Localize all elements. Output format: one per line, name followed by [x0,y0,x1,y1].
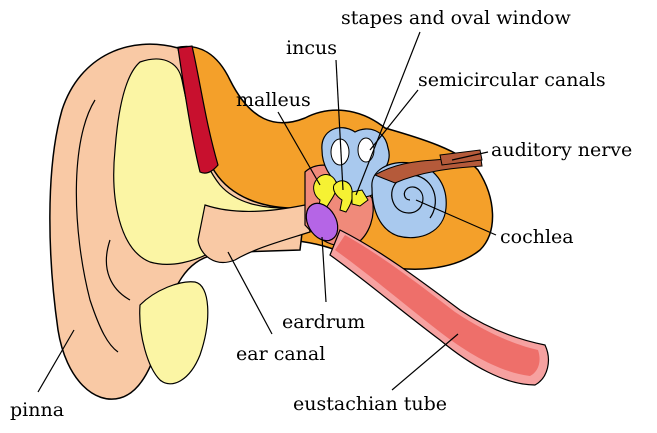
label-pinna: pinna [10,399,64,421]
ear-canal-pointer [228,252,272,334]
label-incus: incus [286,37,337,59]
ear-canal-shape [198,205,310,262]
label-malleus: malleus [236,89,311,111]
label-cochlea: cochlea [500,226,574,248]
label-stapes: stapes and oval window [341,7,571,29]
eustachian-pointer [392,334,458,390]
label-auditory-nerve: auditory nerve [491,139,632,161]
label-ear-canal: ear canal [236,343,325,365]
label-semicircular: semicircular canals [418,69,606,91]
label-eustachian: eustachian tube [293,393,447,415]
canal-loop-2 [358,138,374,162]
label-eardrum: eardrum [282,311,365,333]
